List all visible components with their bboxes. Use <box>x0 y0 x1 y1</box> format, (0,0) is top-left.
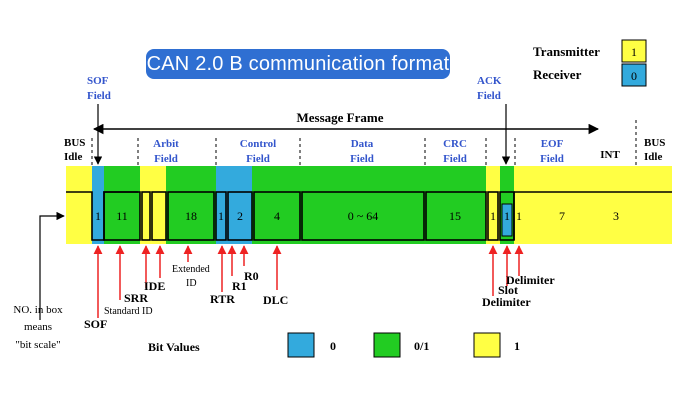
bus-idle-left-2: Idle <box>64 151 82 163</box>
data-field-label-1: Data <box>351 138 374 150</box>
standard-id-segment <box>104 166 140 244</box>
diagram-title: CAN 2.0 B communication format <box>146 49 450 79</box>
crc-delim-segment <box>486 166 500 244</box>
bit-value-1-swatch <box>473 332 501 358</box>
bits-ack-slot: 1 <box>504 209 510 223</box>
bits-control-2: 2 <box>237 209 243 223</box>
bits-crc: 15 <box>449 209 461 223</box>
transmitter-label: Transmitter <box>533 44 600 59</box>
extended-id-segment <box>166 166 216 244</box>
bus-idle-right-1: BUS <box>644 137 665 149</box>
note-arrow <box>39 211 65 320</box>
receiver-swatch <box>621 63 647 87</box>
int-label: INT <box>600 149 620 161</box>
receiver-label: Receiver <box>533 67 582 82</box>
sof-segment <box>92 166 104 244</box>
bit-value-01-label: 0/1 <box>414 339 429 353</box>
arbit-field-label-2: Field <box>154 153 178 165</box>
message-frame-label: Message Frame <box>297 110 384 125</box>
ack-field-label-1: ACK <box>477 75 502 87</box>
bits-standard-id: 11 <box>116 209 128 223</box>
control-field-label-1: Control <box>240 138 276 150</box>
label-r0: R0 <box>244 269 259 283</box>
label-r1: R1 <box>232 279 247 293</box>
ack-field-label-2: Field <box>477 90 501 102</box>
label-ide: IDE <box>144 279 165 293</box>
bit-values-label: Bit Values <box>148 340 200 354</box>
bits-eof: 7 <box>559 209 565 223</box>
note-line-1: NO. in box <box>13 304 63 316</box>
label-sof: SOF <box>84 317 107 331</box>
bits-int: 3 <box>613 209 619 223</box>
data-field-label-2: Field <box>350 153 374 165</box>
label-slot: Slot <box>498 283 518 297</box>
sof-field-label-2: Field <box>87 90 111 102</box>
label-extended-id-1: Extended <box>172 264 210 275</box>
bus-idle-right-2: Idle <box>644 151 662 163</box>
note-line-2: means <box>24 321 52 333</box>
bits-ack-delim: 1 <box>516 209 522 223</box>
eof-int-idle-segment <box>514 166 672 244</box>
transmitter-swatch <box>621 39 647 63</box>
bits-data: 0 ~ 64 <box>348 209 379 223</box>
crc-field-label-1: CRC <box>443 138 467 150</box>
note-line-3: "bit scale" <box>15 339 60 351</box>
rtr-r-segment <box>216 166 252 244</box>
label-dlc: DLC <box>263 293 288 307</box>
srr-ide-segment <box>140 166 166 244</box>
bits-extended-id: 18 <box>185 209 197 223</box>
bus-idle-left-1: BUS <box>64 137 85 149</box>
bits-sof: 1 <box>95 209 101 223</box>
receiver-value: 0 <box>631 69 637 83</box>
bits-dlc: 4 <box>274 209 280 223</box>
bits-crc-delim: 1 <box>490 209 496 223</box>
control-field-label-2: Field <box>246 153 270 165</box>
arbit-field-label-1: Arbit <box>153 138 179 150</box>
bits-control-1: 1 <box>218 209 224 223</box>
ack-slot-box <box>501 203 513 237</box>
label-rtr: RTR <box>210 292 235 306</box>
label-srr: SRR <box>124 291 148 305</box>
bit-value-01-swatch <box>373 332 401 358</box>
label-ack-delimiter: Delimiter <box>506 273 555 287</box>
bit-value-1-label: 1 <box>514 339 520 353</box>
crc-field-label-2: Field <box>443 153 467 165</box>
bit-value-0-swatch <box>287 332 315 358</box>
label-standard-id: Standard ID <box>104 306 153 317</box>
transmitter-value: 1 <box>631 45 637 59</box>
bus-idle-left-segment <box>66 166 92 244</box>
dlc-data-crc-segment <box>252 166 486 244</box>
eof-field-label-2: Field <box>540 153 564 165</box>
eof-field-label-1: EOF <box>541 138 564 150</box>
label-crc-delimiter: Delimiter <box>482 295 531 309</box>
bit-value-0-label: 0 <box>330 339 336 353</box>
label-extended-id-2: ID <box>186 278 197 289</box>
sof-field-label-1: SOF <box>87 75 109 87</box>
